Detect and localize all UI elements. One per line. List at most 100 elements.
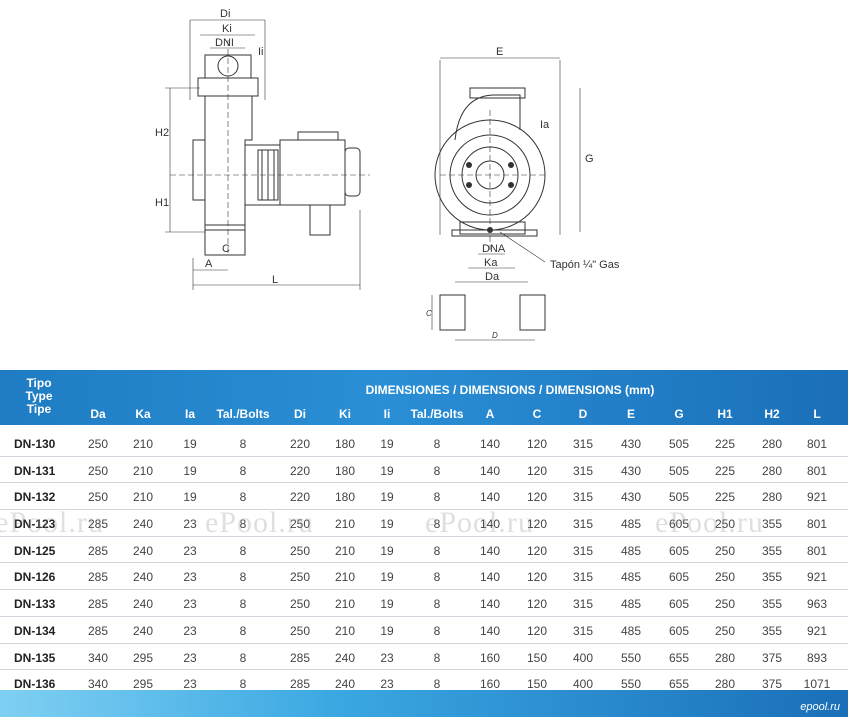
label-a: A	[205, 258, 213, 270]
table-cell: 180	[334, 490, 356, 505]
table-cell: 921	[806, 490, 828, 505]
column-header: Ki	[339, 407, 351, 421]
table-cell: 8	[239, 677, 247, 692]
table-cell: 340	[87, 650, 109, 665]
table-cell: 210	[334, 623, 356, 638]
table-cell: 19	[380, 437, 394, 451]
table-cell: 210	[334, 570, 356, 585]
model-name: DN-135	[14, 650, 56, 665]
table-cell: 250	[714, 517, 736, 532]
table-cell: 8	[433, 517, 441, 532]
table-cell: 120	[526, 597, 548, 612]
table-cell: 225	[714, 437, 736, 451]
table-cell: 8	[239, 570, 247, 585]
table-cell: 485	[620, 623, 642, 638]
table-cell: 963	[806, 597, 828, 612]
table-cell: 485	[620, 597, 642, 612]
table-cell: 120	[526, 543, 548, 558]
model-name: DN-130	[14, 437, 56, 451]
table-cell: 355	[761, 623, 783, 638]
table-cell: 280	[714, 677, 736, 692]
column-header: L	[813, 407, 821, 421]
model-name: DN-132	[14, 490, 56, 505]
table-cell: 250	[87, 463, 109, 478]
table-cell: 655	[668, 650, 690, 665]
table-cell: 23	[380, 650, 394, 665]
table-cell: 250	[87, 490, 109, 505]
table-cell: 250	[714, 570, 736, 585]
table-cell: 140	[479, 463, 501, 478]
table-cell: 240	[132, 517, 154, 532]
tipo-header-line: Type	[25, 389, 53, 403]
table-cell: 400	[572, 650, 594, 665]
table-cell: 893	[806, 650, 828, 665]
table-cell: 315	[572, 597, 594, 612]
table-cell: 285	[87, 517, 109, 532]
table-cell: 8	[433, 650, 441, 665]
column-header: H2	[764, 407, 780, 421]
table-cell: 295	[132, 677, 154, 692]
label-l: L	[272, 274, 278, 286]
table-cell: 250	[714, 597, 736, 612]
table-cell: 120	[526, 517, 548, 532]
table-cell: 240	[132, 543, 154, 558]
model-name: DN-126	[14, 570, 56, 585]
table-cell: 19	[183, 437, 197, 451]
model-name: DN-131	[14, 463, 56, 478]
table-cell: 23	[183, 623, 197, 638]
table-cell: 250	[289, 623, 311, 638]
table-cell: 485	[620, 543, 642, 558]
table-cell: 19	[183, 463, 197, 478]
table-cell: 8	[239, 517, 247, 532]
label-h1: H1	[155, 197, 169, 209]
table-cell: 8	[433, 623, 441, 638]
table-cell: 180	[334, 463, 356, 478]
table-cell: 285	[87, 597, 109, 612]
table-cell: 315	[572, 543, 594, 558]
table-cell: 355	[761, 517, 783, 532]
column-header: Ii	[383, 407, 391, 421]
label-foot-d: D	[492, 331, 498, 340]
label-dna: DNA	[482, 243, 506, 255]
model-name: DN-134	[14, 623, 56, 638]
model-name: DN-136	[14, 677, 56, 692]
table-cell: 485	[620, 517, 642, 532]
column-header: Di	[294, 407, 306, 421]
table-cell: 505	[668, 437, 690, 451]
label-da: Da	[485, 271, 500, 283]
column-header: Da	[90, 407, 106, 421]
table-cell: 140	[479, 570, 501, 585]
column-header: G	[674, 407, 684, 421]
table-cell: 210	[132, 463, 154, 478]
table-cell: 340	[87, 677, 109, 692]
table-cell: 120	[526, 490, 548, 505]
table-cell: 315	[572, 517, 594, 532]
column-header: Ka	[135, 407, 151, 421]
table-cell: 160	[479, 677, 501, 692]
table-cell: 280	[761, 437, 783, 451]
table-cell: 210	[132, 437, 154, 451]
corner-watermark: epool.ru	[800, 701, 840, 713]
table-cell: 505	[668, 490, 690, 505]
model-name: DN-133	[14, 597, 56, 612]
table-cell: 8	[239, 597, 247, 612]
table-cell: 285	[87, 570, 109, 585]
table-cell: 285	[87, 623, 109, 638]
table-cell: 19	[380, 570, 394, 585]
column-header: H1	[717, 407, 733, 421]
table-cell: 250	[714, 623, 736, 638]
table-cell: 8	[239, 490, 247, 505]
label-ki: Ki	[222, 23, 232, 35]
label-g: G	[585, 153, 594, 165]
table-cell: 140	[479, 490, 501, 505]
column-header: Tal./Bolts	[410, 407, 464, 421]
tipo-header-line: Tipe	[26, 402, 52, 416]
table-cell: 605	[668, 517, 690, 532]
table-cell: 1071	[803, 677, 831, 692]
table-cell: 8	[239, 623, 247, 638]
table-cell: 160	[479, 650, 501, 665]
table-cell: 605	[668, 597, 690, 612]
table-cell: 355	[761, 597, 783, 612]
